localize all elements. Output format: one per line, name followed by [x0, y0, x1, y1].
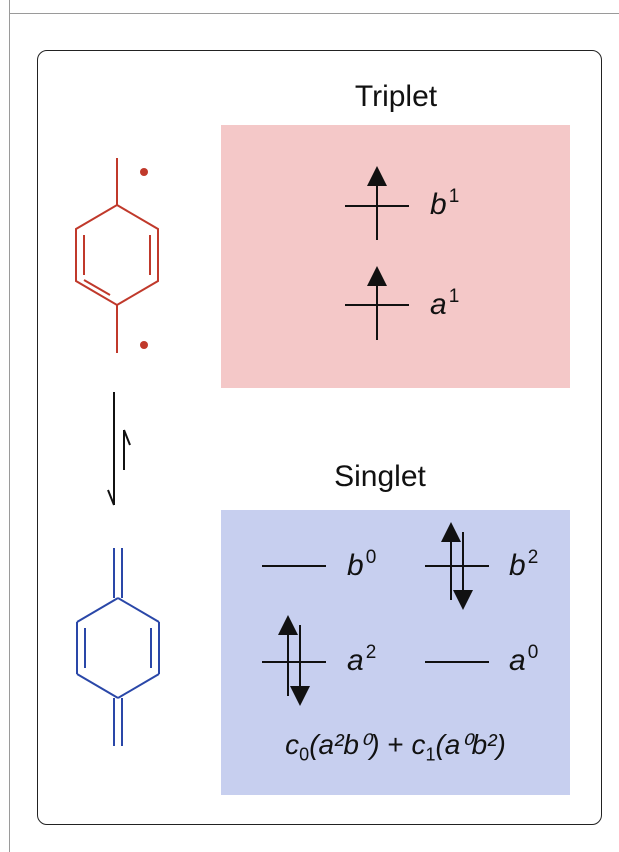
singlet-title: Singlet: [334, 460, 426, 493]
radical-dot-top: [140, 168, 148, 176]
triplet-title: Triplet: [354, 80, 438, 113]
singlet-box: [221, 510, 570, 795]
figure-panel: [37, 50, 602, 825]
equilibrium-arrows: [107, 392, 131, 506]
figure-border-top: [9, 13, 619, 14]
quinoid-structure: [76, 548, 160, 746]
singlet-orbital-b2: [425, 522, 489, 610]
singlet-orbital-a2: [262, 615, 326, 706]
triplet-orbital-b: [345, 166, 409, 240]
triplet-box: [221, 125, 570, 388]
diradical-benzene: [75, 158, 159, 353]
radical-dot-bottom: [140, 341, 148, 349]
triplet-orbital-a: [345, 266, 409, 340]
singlet-wavefunction: c0(a²b⁰) + c1(a⁰b²): [285, 729, 506, 765]
figure-border-left: [9, 0, 10, 852]
